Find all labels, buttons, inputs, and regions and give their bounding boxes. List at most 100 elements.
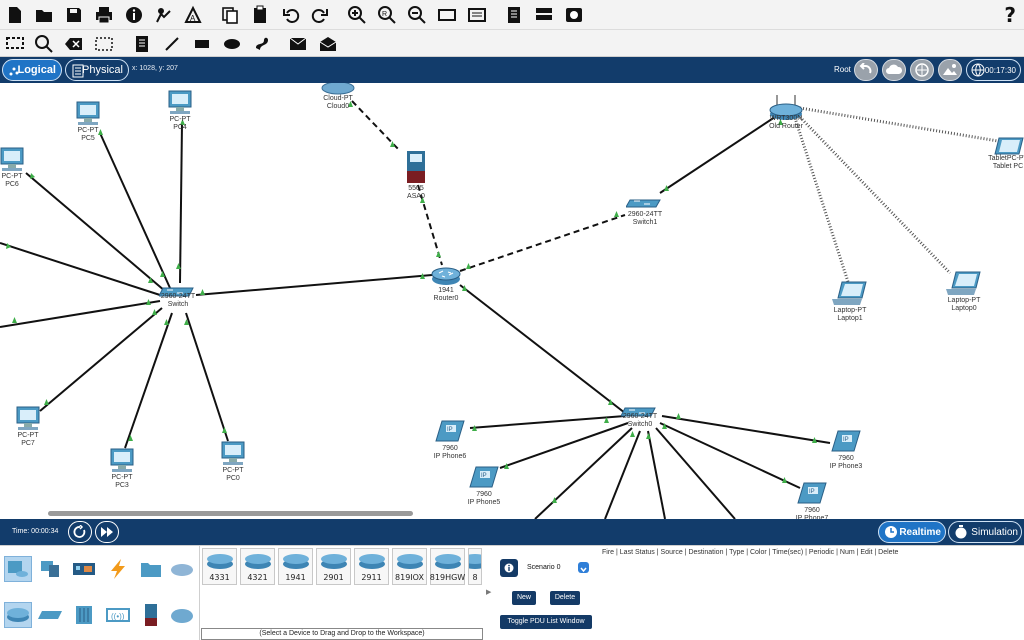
switch1-device[interactable]: 2960-24TT Switch1 xyxy=(615,195,675,227)
link-switch0-phone7[interactable] xyxy=(659,422,801,489)
pdu-col-periodic[interactable]: Periodic xyxy=(808,549,835,556)
copy-icon[interactable] xyxy=(218,3,242,27)
delete-icon[interactable] xyxy=(62,32,86,56)
link-pc6-switch[interactable] xyxy=(25,172,166,292)
simple-pdu-icon[interactable] xyxy=(286,32,310,56)
cloud-device[interactable]: Cloud-PT Cloud0 xyxy=(308,83,368,111)
model-2911[interactable]: 2911 xyxy=(354,548,389,585)
paste-icon[interactable] xyxy=(248,3,272,27)
link-switch0-phone3[interactable] xyxy=(661,415,831,444)
wireless-wrt-tablet[interactable] xyxy=(799,106,1011,145)
zoom-reset-icon[interactable]: R xyxy=(375,3,399,27)
pdu-col-fire[interactable]: Fire xyxy=(602,549,615,556)
model-4331[interactable]: 4331 xyxy=(202,548,237,585)
activity-wizard-icon[interactable] xyxy=(152,3,176,27)
switch0-device[interactable]: 2960-24TT Switch0 xyxy=(610,405,670,437)
link-pc7-switch[interactable] xyxy=(39,307,163,412)
category-connections[interactable] xyxy=(104,556,132,582)
help-button[interactable]: ? xyxy=(1004,3,1016,27)
ip-phone3-device[interactable]: IP 7960 IP Phone3 xyxy=(816,429,876,471)
device-list-icon[interactable] xyxy=(532,3,556,27)
pc0-device[interactable]: PC-PT PC0 xyxy=(203,441,263,483)
laptop0-device[interactable]: Laptop-PT Laptop0 xyxy=(934,271,994,313)
place-note-icon[interactable] xyxy=(130,32,154,56)
zoom-out-icon[interactable] xyxy=(405,3,429,27)
new-cluster-icon[interactable] xyxy=(882,59,906,81)
select-icon[interactable] xyxy=(3,32,27,56)
pdu-col-edit[interactable]: Edit xyxy=(860,549,873,556)
workspace-horizontal-scrollbar[interactable] xyxy=(48,511,413,516)
scenario-dropdown-icon[interactable] xyxy=(578,562,589,573)
pdu-col-color[interactable]: Color xyxy=(749,549,767,556)
scenario-info-icon[interactable] xyxy=(500,559,518,577)
subcategory-routers[interactable] xyxy=(4,602,32,628)
wireless-wrt-laptop1[interactable] xyxy=(793,117,852,289)
new-file-icon[interactable] xyxy=(3,3,27,27)
print-icon[interactable] xyxy=(92,3,116,27)
link-pc4-switch[interactable] xyxy=(179,122,183,284)
asa-device[interactable]: 5505 ASA0 xyxy=(386,149,446,201)
background-image-icon[interactable] xyxy=(938,59,962,81)
move-object-icon[interactable] xyxy=(910,59,934,81)
link-router-switch0[interactable] xyxy=(459,284,626,414)
toggle-pdu-list-button[interactable]: Toggle PDU List Window xyxy=(500,615,592,629)
link-switch-router[interactable] xyxy=(195,274,433,296)
pdu-col-type[interactable]: Type xyxy=(729,549,745,556)
link-switch0-offscreen-a[interactable] xyxy=(534,427,633,519)
link-offscreen-a-switch[interactable] xyxy=(0,242,161,296)
back-icon[interactable] xyxy=(854,59,878,81)
model-2901[interactable]: 2901 xyxy=(316,548,351,585)
tab-physical[interactable]: Physical xyxy=(65,59,129,81)
open-folder-icon[interactable] xyxy=(32,3,56,27)
network-info-icon[interactable] xyxy=(562,3,586,27)
pdu-col-last-status[interactable]: Last Status xyxy=(619,549,655,556)
subcategory-wan-emulation[interactable] xyxy=(168,602,196,628)
link-switch0-offscreen-b[interactable] xyxy=(604,430,641,519)
wrt-router-device[interactable]: WRT300N Old Router xyxy=(756,93,816,137)
draw-ellipse-icon[interactable] xyxy=(220,32,244,56)
draw-line-icon[interactable] xyxy=(160,32,184,56)
fast-forward-time-button[interactable] xyxy=(95,521,119,543)
link-cloud-asa[interactable] xyxy=(351,100,401,152)
router0-device[interactable]: 1941 Router0 xyxy=(416,265,476,303)
delete-scenario-button[interactable]: Delete xyxy=(550,591,580,605)
link-offscreen-b-switch[interactable] xyxy=(0,300,161,328)
save-icon[interactable] xyxy=(62,3,86,27)
zoom-in-icon[interactable] xyxy=(345,3,369,27)
ip-phone7-device[interactable]: IP 7960 IP Phone7 xyxy=(782,481,842,519)
simulation-mode-button[interactable]: Simulation xyxy=(948,521,1022,543)
custom-device-dialog-icon[interactable] xyxy=(465,3,489,27)
new-scenario-button[interactable]: New xyxy=(512,591,536,605)
link-pc3-switch[interactable] xyxy=(124,312,173,449)
pdu-col-delete[interactable]: Delete xyxy=(878,549,899,556)
custom-device-icon[interactable]: A xyxy=(181,3,205,27)
panel-collapse-arrow[interactable]: ▶ xyxy=(486,589,492,596)
pc3-device[interactable]: PC-PT PC3 xyxy=(92,448,152,490)
link-pc5-switch[interactable] xyxy=(99,132,171,289)
info-icon[interactable] xyxy=(122,3,146,27)
link-pc0-switch[interactable] xyxy=(185,312,229,442)
model-819iox[interactable]: 819IOX xyxy=(392,548,427,585)
tablet-device[interactable]: TabletPC-PT Tablet PC xyxy=(978,137,1024,171)
ip-phone5-device[interactable]: IP 7960 IP Phone5 xyxy=(454,465,514,507)
pdu-col-destination[interactable]: Destination xyxy=(688,549,724,556)
link-switch0-phone5[interactable] xyxy=(499,422,629,469)
model-819hgw[interactable]: 819HGW xyxy=(430,548,465,585)
redo-icon[interactable] xyxy=(308,3,332,27)
model-1941[interactable]: 1941 xyxy=(278,548,313,585)
undo-icon[interactable] xyxy=(279,3,303,27)
model-4321[interactable]: 4321 xyxy=(240,548,275,585)
pdu-col-source[interactable]: Source xyxy=(660,549,683,556)
scenario-select[interactable]: Scenario 0 xyxy=(527,564,561,571)
subcategory-security[interactable] xyxy=(137,602,165,628)
inspect-icon[interactable] xyxy=(32,32,56,56)
subcategory-hubs[interactable] xyxy=(70,602,98,628)
pc4-device[interactable]: PC-PT PC4 xyxy=(150,90,210,132)
pc6-device[interactable]: PC-PT PC6 xyxy=(0,147,42,189)
category-components[interactable] xyxy=(70,556,98,582)
link-switch0-phone6[interactable] xyxy=(469,415,626,429)
freeform-icon[interactable] xyxy=(250,32,274,56)
category-miscellaneous[interactable] xyxy=(137,556,165,582)
link-router-switch1[interactable] xyxy=(459,214,626,272)
draw-rectangle-icon[interactable] xyxy=(190,32,214,56)
